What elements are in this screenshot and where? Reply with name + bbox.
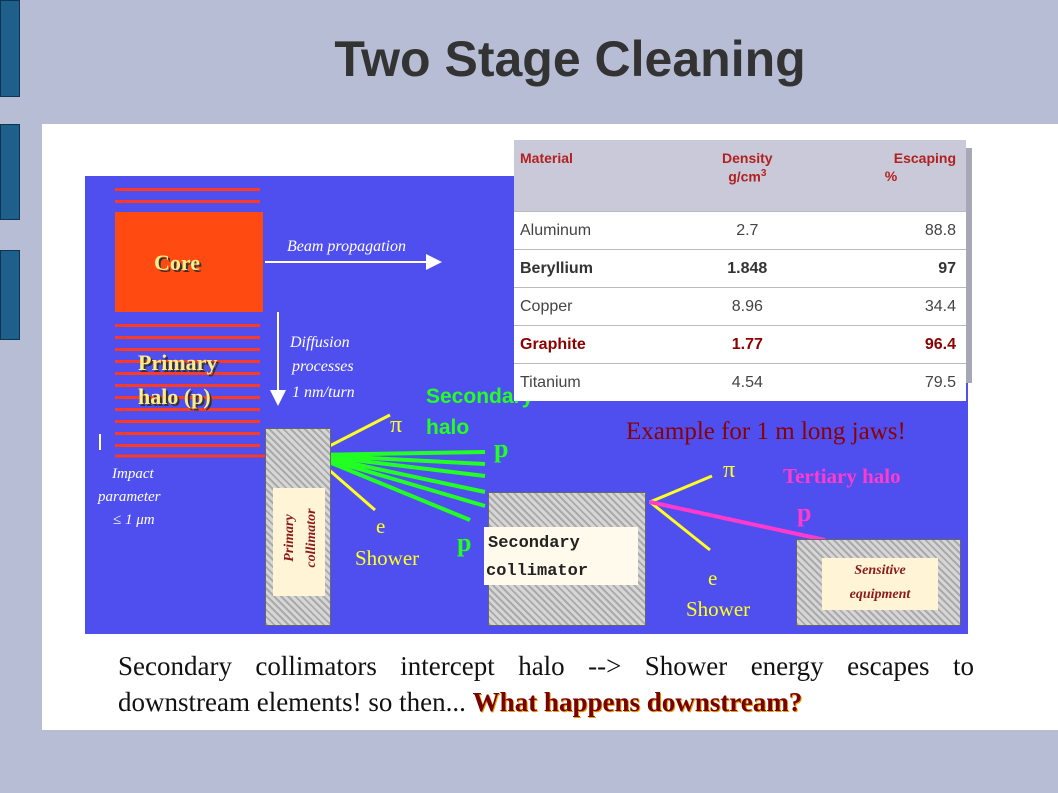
header-escaping-unit: % bbox=[884, 168, 898, 184]
beam-propagation-label: Beam propagation bbox=[287, 238, 406, 255]
header-density-unit-base: g/cm bbox=[728, 168, 761, 185]
diffusion-label-3: 1 nm/turn bbox=[292, 384, 355, 401]
magenta-track bbox=[649, 500, 826, 542]
cell-escaping: 96.4 bbox=[805, 325, 966, 364]
secondary-halo-label-2: halo bbox=[426, 416, 470, 439]
example-note: Example for 1 m long jaws! bbox=[626, 418, 906, 445]
tertiary-halo-label: Tertiary halo bbox=[783, 464, 901, 488]
cell-density: 1.848 bbox=[689, 249, 806, 288]
p-label-1: p bbox=[494, 434, 509, 463]
halo-stripe bbox=[115, 396, 260, 399]
table-row: Graphite 1.77 96.4 bbox=[514, 325, 966, 364]
cell-material: Aluminum bbox=[514, 211, 690, 250]
halo-stripe bbox=[115, 408, 260, 411]
table-row: Titanium 4.54 79.5 bbox=[514, 363, 966, 401]
halo-stripe bbox=[115, 200, 260, 203]
table-row: Copper 8.96 34.4 bbox=[514, 287, 966, 326]
side-bar-2 bbox=[0, 124, 20, 220]
e-label-2: e bbox=[708, 566, 718, 590]
impact-label-1: Impact bbox=[112, 466, 154, 482]
halo-stripe bbox=[115, 188, 260, 191]
cell-escaping: 79.5 bbox=[805, 363, 966, 401]
header-density-unit-exp: 3 bbox=[760, 168, 767, 179]
cell-material: Copper bbox=[514, 287, 690, 326]
halo-stripe bbox=[115, 324, 260, 327]
halo-stripe bbox=[115, 444, 260, 447]
cell-escaping: 97 bbox=[805, 249, 966, 288]
green-track bbox=[311, 453, 486, 508]
cell-material: Beryllium bbox=[514, 249, 690, 288]
halo-stripe bbox=[115, 336, 260, 339]
beam-core bbox=[115, 212, 263, 312]
secondary-collimator-label-2: collimator bbox=[486, 562, 589, 581]
side-bar-1 bbox=[0, 0, 20, 97]
shower-label-2: Shower bbox=[686, 597, 751, 621]
impact-label-2: parameter bbox=[98, 489, 161, 505]
table-row: Beryllium 1.848 97 bbox=[514, 249, 966, 288]
secondary-collimator-label-box bbox=[484, 527, 638, 585]
table-row: Aluminum 2.7 88.8 bbox=[514, 211, 966, 250]
diffusion-label-2: processes bbox=[292, 358, 354, 375]
halo-stripe bbox=[115, 372, 260, 375]
cell-material: Graphite bbox=[514, 325, 690, 364]
cell-density: 1.77 bbox=[689, 325, 806, 364]
diffusion-label-1: Diffusion bbox=[290, 334, 350, 351]
header-escaping-label: Escaping bbox=[893, 150, 956, 166]
cell-escaping: 88.8 bbox=[805, 211, 966, 250]
yellow-track bbox=[649, 500, 711, 552]
green-track bbox=[311, 453, 486, 478]
sensitive-equipment-label-1: Sensitive bbox=[854, 563, 906, 578]
yellow-track bbox=[649, 474, 713, 504]
core-label: Core bbox=[154, 250, 201, 275]
primary-collimator-label-box bbox=[273, 488, 325, 596]
cell-density: 8.96 bbox=[689, 287, 806, 326]
primary-collimator-label-1: Primary bbox=[282, 514, 297, 562]
halo-stripe bbox=[115, 348, 260, 351]
header-density: Density g/cm3 bbox=[689, 140, 806, 212]
halo-stripe bbox=[115, 420, 260, 423]
secondary-collimator-label-1: Secondary bbox=[488, 534, 580, 553]
header-density-unit: g/cm3 bbox=[691, 168, 805, 185]
primary-collimator-label-2: collimator bbox=[304, 508, 319, 568]
side-bar-3 bbox=[0, 250, 20, 340]
header-escaping: Escaping % bbox=[805, 140, 966, 212]
slide-title: Two Stage Cleaning bbox=[334, 31, 806, 87]
cell-density: 2.7 bbox=[689, 211, 806, 250]
header-material: Material bbox=[514, 140, 690, 212]
bottom-caption: Secondary collimators intercept halo -->… bbox=[118, 648, 974, 720]
sensitive-equipment-label-box bbox=[822, 558, 938, 610]
halo-stripe bbox=[115, 360, 260, 363]
impact-label-3: ≤ 1 μm bbox=[113, 512, 155, 528]
halo-stripe bbox=[115, 384, 260, 387]
cell-density: 4.54 bbox=[689, 363, 806, 401]
e-label-1: e bbox=[376, 514, 386, 538]
p-label-3: p bbox=[797, 498, 812, 527]
p-label-2: p bbox=[457, 528, 472, 557]
cell-material: Titanium bbox=[514, 363, 690, 401]
primary-halo-label-2: halo (p) bbox=[138, 384, 211, 409]
sensitive-equipment-label-2: equipment bbox=[849, 587, 911, 602]
header-density-label: Density bbox=[722, 150, 773, 166]
primary-halo-label-1: Primary bbox=[138, 350, 218, 375]
secondary-halo-label-1: Secondary bbox=[426, 385, 534, 408]
bottom-caption-text: Secondary collimators intercept halo -->… bbox=[118, 651, 974, 717]
shower-label-1: Shower bbox=[355, 546, 420, 570]
pi-label-1: π bbox=[390, 412, 403, 438]
bottom-caption-highlight: What happens downstream? bbox=[472, 687, 803, 717]
material-table: Material Density g/cm3 Escaping % Alumin… bbox=[514, 140, 966, 401]
halo-stripe bbox=[115, 432, 260, 435]
cell-escaping: 34.4 bbox=[805, 287, 966, 326]
green-track bbox=[311, 453, 471, 522]
green-track bbox=[311, 453, 486, 494]
pi-label-2: π bbox=[723, 457, 736, 483]
table-header-row: Material Density g/cm3 Escaping % bbox=[514, 140, 966, 212]
